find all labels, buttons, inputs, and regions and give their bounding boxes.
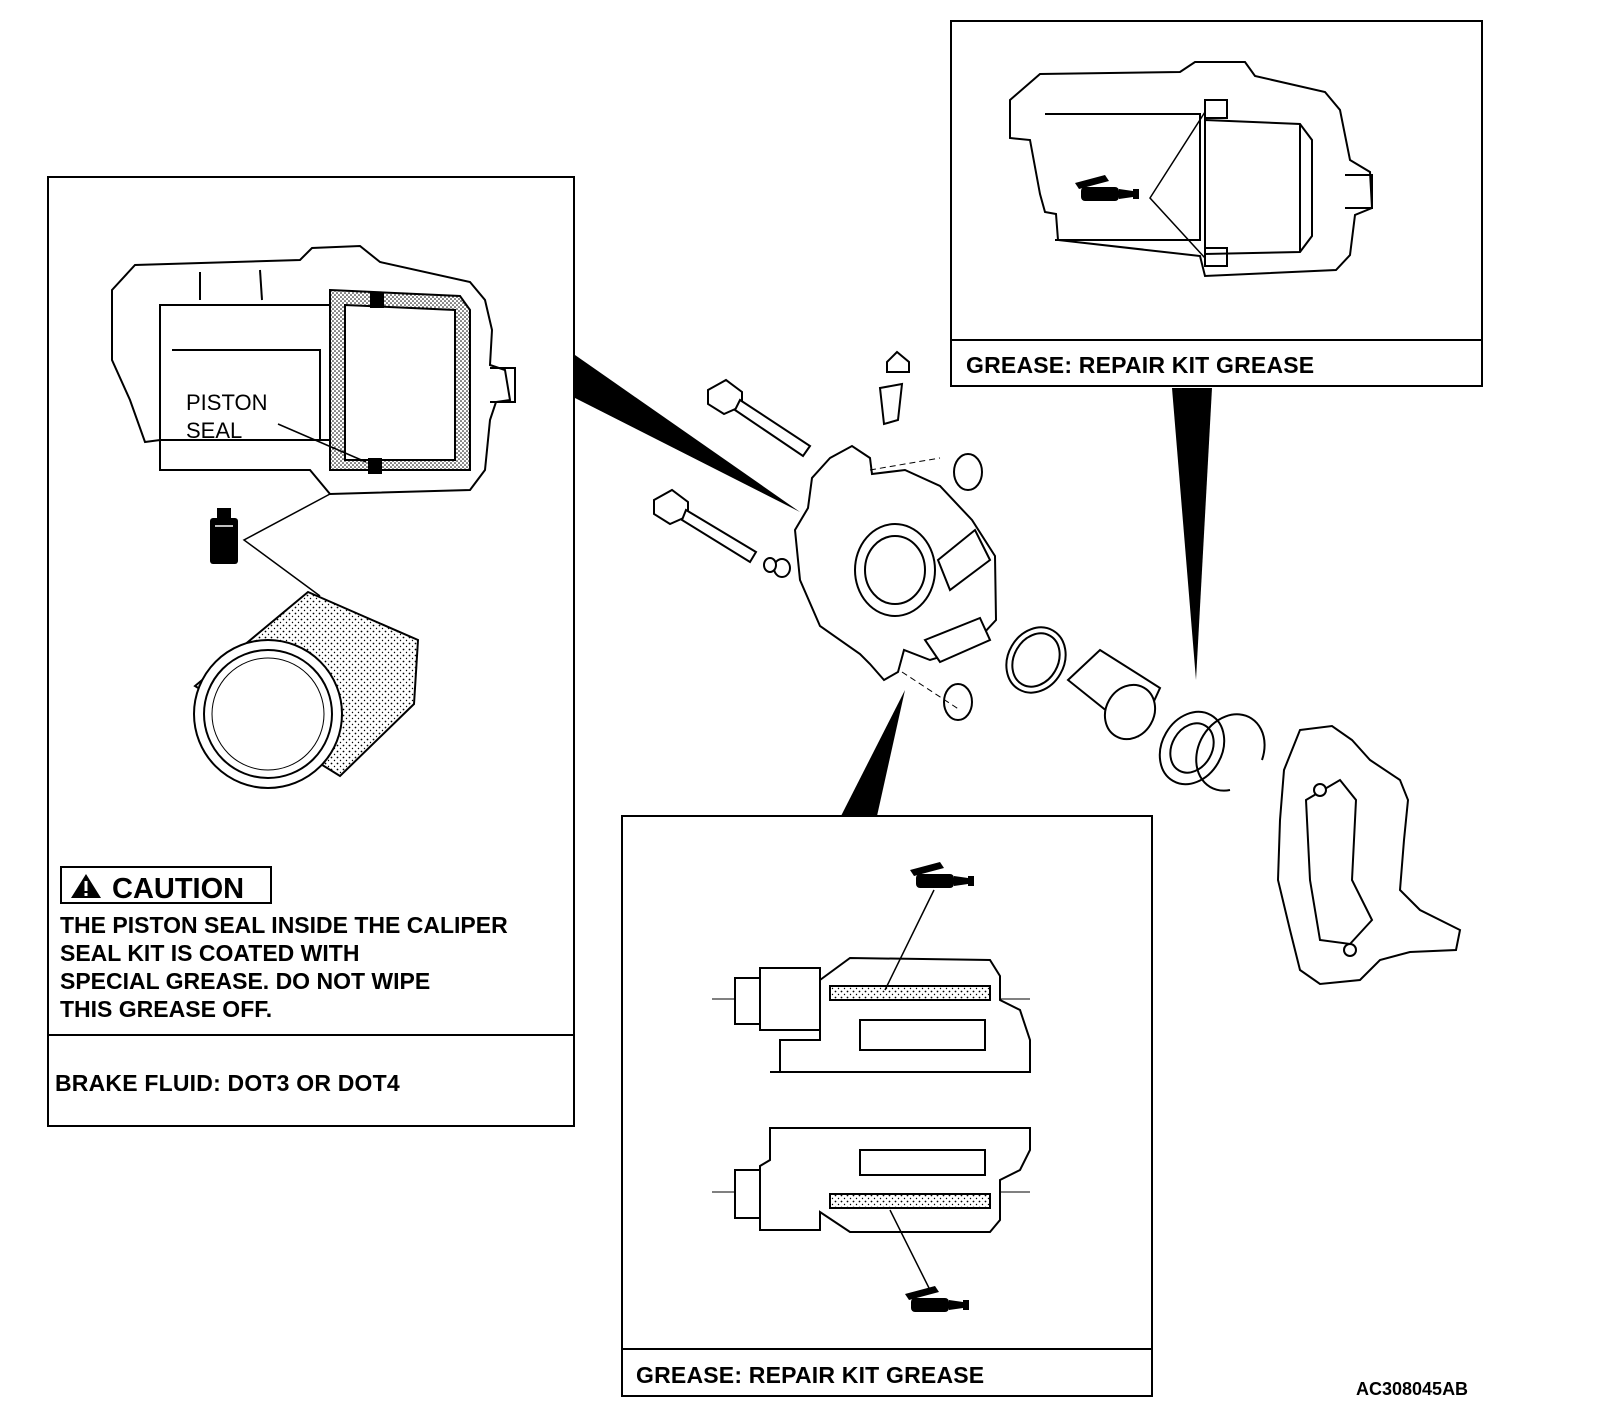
brake-fluid-bottle-icon bbox=[210, 508, 238, 564]
top-right-callout-wedge bbox=[1172, 388, 1212, 680]
caliper-piston bbox=[1066, 648, 1162, 741]
top-right-panel-frame bbox=[950, 20, 1483, 387]
piston-seal-label-line1: PISTON bbox=[186, 390, 268, 415]
brake-fluid-note: BRAKE FLUID: DOT3 OR DOT4 bbox=[55, 1070, 400, 1096]
caution-text-line-4: THIS GREASE OFF. bbox=[60, 996, 273, 1022]
guide-pin-lower bbox=[712, 1127, 1031, 1233]
dust-boot bbox=[1158, 710, 1226, 786]
guide-pin-upper bbox=[712, 956, 1031, 1073]
dashed-axis-1 bbox=[901, 671, 961, 711]
grease-tube-icon bbox=[905, 1286, 969, 1312]
piston-seal-label-line2: SEAL bbox=[186, 418, 243, 443]
caliper-top-view bbox=[1009, 61, 1374, 278]
top-right-grease-note: GREASE: REPAIR KIT GREASE bbox=[966, 352, 1315, 378]
support-bracket bbox=[1276, 724, 1462, 986]
piston bbox=[193, 590, 420, 789]
caution-title: CAUTION bbox=[112, 873, 245, 905]
bolt-upper bbox=[707, 378, 812, 458]
bleeder-screw bbox=[878, 350, 910, 426]
grease-tube-icon bbox=[910, 862, 974, 888]
dashed-axis-2 bbox=[869, 457, 941, 471]
boot-ring bbox=[1195, 713, 1266, 792]
bolt-lower bbox=[653, 488, 758, 564]
bottom-grease-note: GREASE: REPAIR KIT GREASE bbox=[636, 1362, 985, 1388]
caliper-cross-section bbox=[111, 244, 516, 496]
figure-code: AC308045AB bbox=[1356, 1379, 1469, 1399]
caution-text-line-2: SEAL KIT IS COATED WITH bbox=[60, 940, 360, 966]
caution-badge: CAUTION bbox=[60, 866, 272, 905]
fluid-leader bbox=[242, 493, 331, 597]
grease-leader-top bbox=[1149, 111, 1206, 259]
piston-seal-ring bbox=[1005, 626, 1067, 694]
caliper-body bbox=[793, 444, 998, 682]
caution-text-line-1: THE PISTON SEAL INSIDE THE CALIPER bbox=[60, 912, 508, 938]
piston-panel-frame bbox=[47, 176, 575, 1127]
bottom-callout-wedge bbox=[841, 690, 905, 816]
bushings bbox=[763, 453, 983, 721]
piston-seal-leader bbox=[277, 423, 367, 463]
caution-text-line-3: SPECIAL GREASE. DO NOT WIPE bbox=[60, 968, 431, 994]
warning-triangle-icon bbox=[71, 874, 101, 898]
piston-callout-wedge bbox=[575, 355, 800, 512]
bottom-panel-frame bbox=[621, 815, 1153, 1397]
